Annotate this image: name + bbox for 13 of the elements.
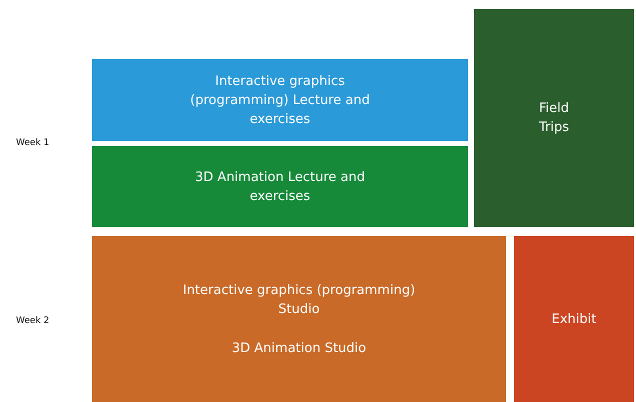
block-label: Interactive graphics (programming) Studio bbox=[182, 282, 416, 318]
block-label: 3D Animation Lecture and exercises bbox=[194, 168, 366, 206]
week-label: Week 2 bbox=[16, 316, 50, 326]
week-label: Week 1 bbox=[16, 138, 50, 148]
schedule-block bbox=[92, 146, 468, 227]
block-label: Interactive graphics (programming) Lecture and exercises bbox=[190, 72, 370, 128]
schedule-block bbox=[92, 236, 506, 402]
schedule-block bbox=[92, 59, 468, 141]
schedule-block bbox=[474, 9, 634, 227]
block-label: Exhibit bbox=[552, 310, 596, 328]
block-label: 3D Animation Studio bbox=[232, 340, 366, 358]
schedule-block bbox=[514, 236, 634, 402]
block-label: Field Trips bbox=[538, 100, 570, 137]
